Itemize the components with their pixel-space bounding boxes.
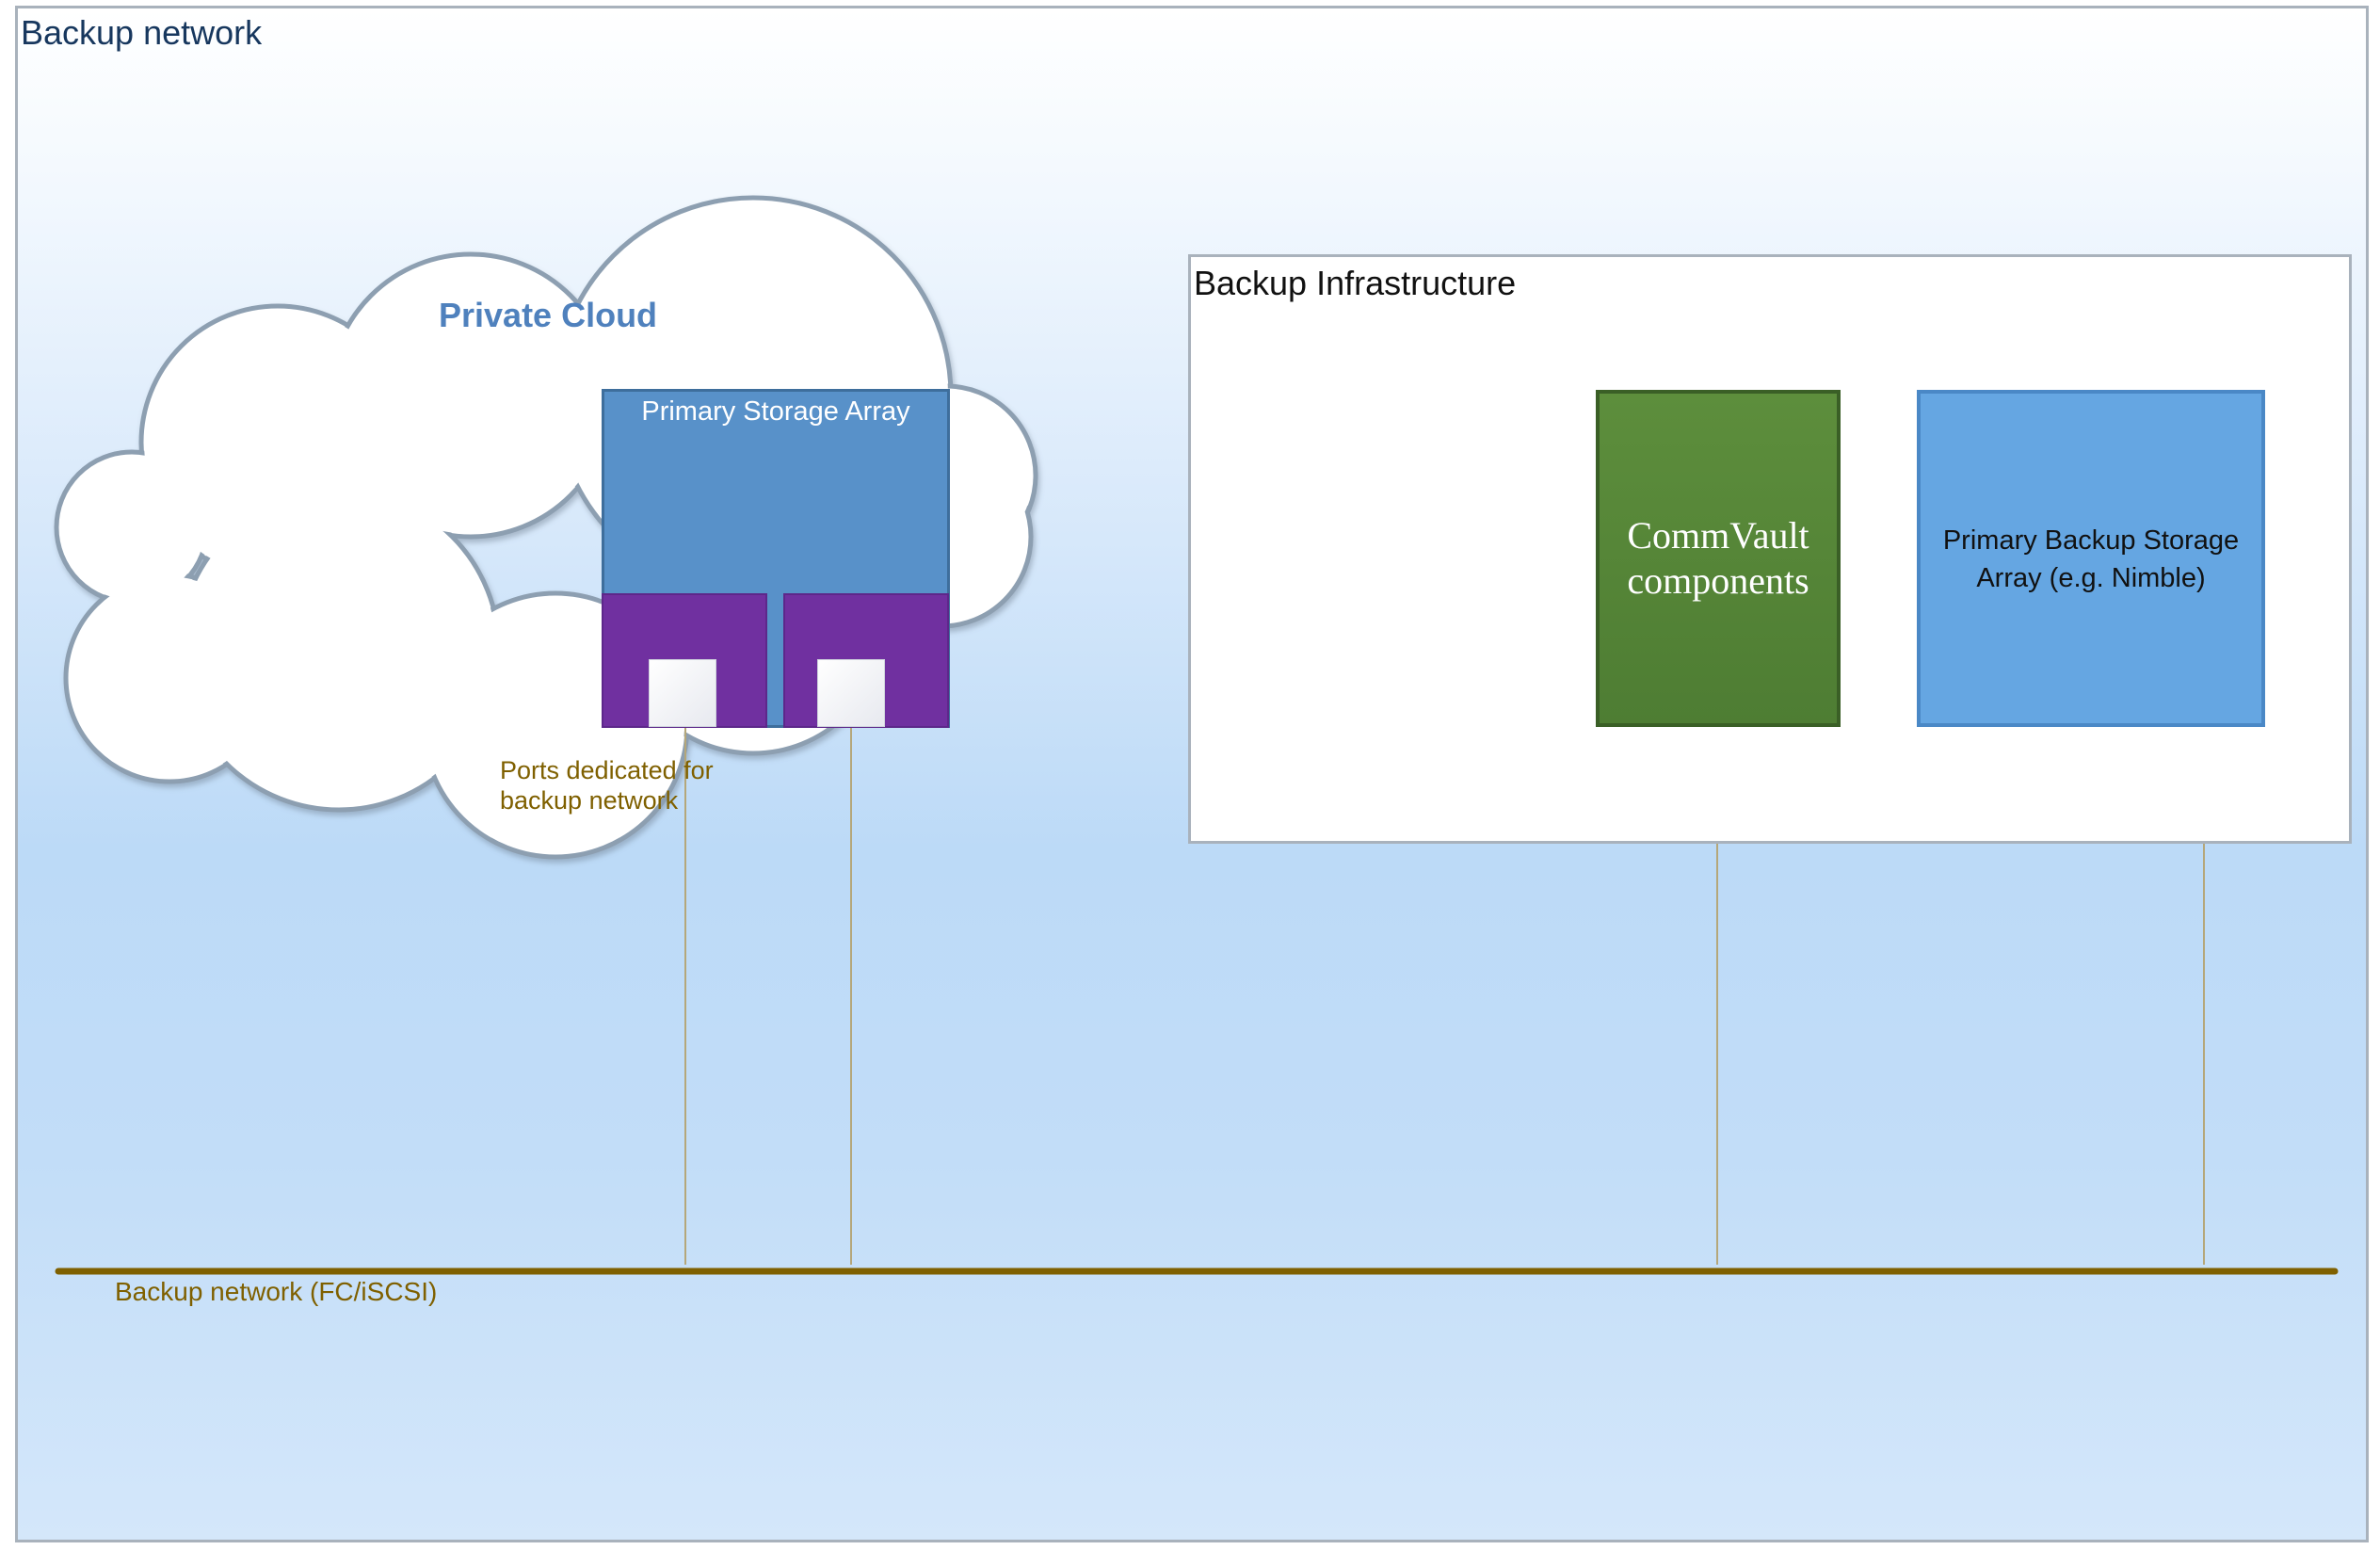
commvault-components-label: CommVault components — [1627, 514, 1809, 602]
primary-backup-storage-label: Primary Backup Storage Array (e.g. Nimbl… — [1942, 525, 2240, 593]
backup-infrastructure-title: Backup Infrastructure — [1194, 264, 1517, 302]
backup-port-1 — [649, 659, 716, 727]
primary-backup-storage-box — [1917, 390, 2265, 727]
backup-network-label: Backup network (FC/iSCSI) — [115, 1277, 438, 1306]
backup-port-2 — [817, 659, 885, 727]
frame-title: Backup network — [21, 13, 263, 52]
commvault-components-box — [1596, 390, 1841, 727]
primary-storage-array-label: Primary Storage Array — [641, 396, 910, 427]
ports-note: Ports dedicated for backup network — [500, 756, 714, 815]
private-cloud-title: Private Cloud — [439, 296, 658, 334]
